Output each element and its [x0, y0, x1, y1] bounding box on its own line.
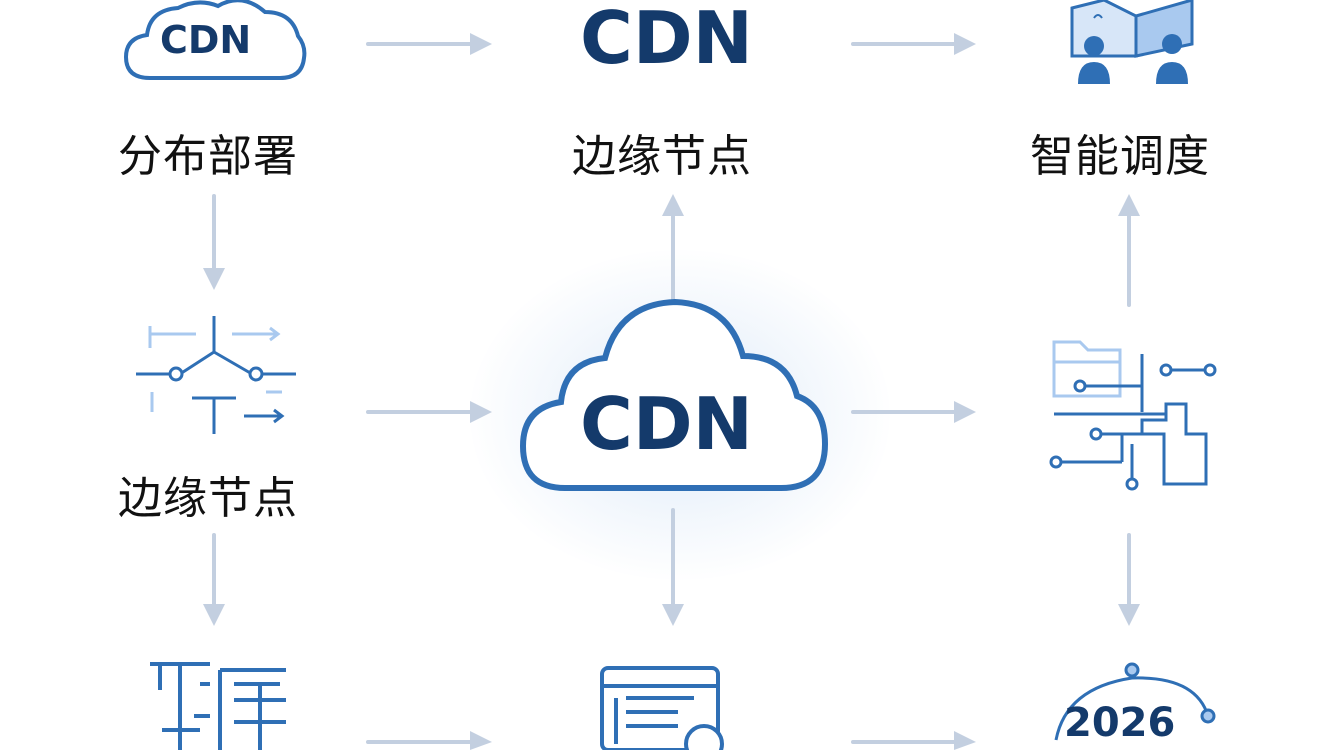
grid-maze-icon: [150, 662, 286, 750]
label-edge-node-top: 边缘节点: [572, 131, 752, 182]
year-text: 2026: [1064, 700, 1176, 746]
cdn-center-text: CDN: [580, 382, 753, 466]
circuit-folder-icon: [1049, 340, 1217, 491]
orbit-year-icon: [1054, 662, 1216, 741]
arrow-right-mid-2: [851, 401, 976, 423]
network-nodes-icon: [136, 316, 296, 434]
arrow-up-right: [1118, 194, 1140, 307]
arrow-right-mid-1: [366, 401, 492, 423]
arrow-right-bottom-1: [366, 731, 492, 750]
arrow-right-top-1: [366, 33, 492, 55]
cdn-cloud-icon: [519, 298, 829, 491]
arrow-down-left-1: [203, 194, 225, 290]
arrow-down-center: [662, 508, 684, 626]
document-magnifier-icon: [600, 666, 724, 750]
arrow-down-right: [1118, 533, 1140, 626]
arrow-right-bottom-2: [851, 731, 976, 750]
cdn-small-text: CDN: [160, 18, 252, 62]
cdn-title-text: CDN: [580, 0, 753, 80]
arrow-down-left-2: [203, 533, 225, 626]
house-people-icon: [1070, 0, 1194, 84]
arrow-right-top-2: [851, 33, 976, 55]
cdn-cloud-icon: [123, 0, 307, 80]
arrow-up-center: [662, 194, 684, 302]
label-distributed-deployment: 分布部署: [118, 131, 298, 182]
label-smart-scheduling: 智能调度: [1030, 131, 1210, 182]
label-edge-node-left: 边缘节点: [118, 473, 298, 524]
